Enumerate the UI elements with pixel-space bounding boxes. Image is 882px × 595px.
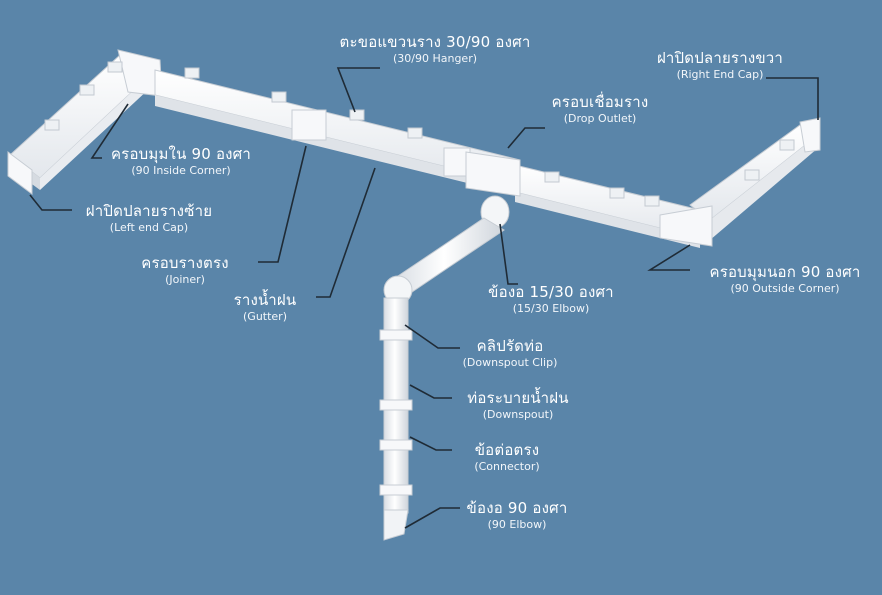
main-gutter-run xyxy=(154,69,521,196)
label-inside-corner: ครอบมุมใน 90 องศา (90 Inside Corner) xyxy=(100,146,262,177)
downspout-label-th: ท่อระบายน้ำฝน xyxy=(467,389,569,407)
hangers xyxy=(44,61,795,207)
drop-outlet-label-en: (Drop Outlet) xyxy=(563,111,637,125)
bottom-elbow-90 xyxy=(383,509,409,541)
label-joiner: ครอบรางตรง (Joiner) xyxy=(120,255,250,286)
left-end-cap-label-en: (Left end Cap) xyxy=(109,220,189,234)
outside-corner-label-th: ครอบมุมนอก 90 องศา xyxy=(709,263,861,281)
inside-corner-label-th: ครอบมุมใน 90 องศา xyxy=(110,145,252,163)
joiner-label-th: ครอบรางตรง xyxy=(141,254,229,272)
gutter-label-th: รางน้ำฝน xyxy=(233,291,297,309)
label-downspout: ท่อระบายน้ำฝน (Downspout) xyxy=(448,390,588,421)
left-end-cap-label-th: ฝาปิดปลายรางซ้าย xyxy=(85,202,213,220)
outside-corner-label-en: (90 Outside Corner) xyxy=(730,281,840,295)
right-end-cap-label-th: ฝาปิดปลายรางขวา xyxy=(656,49,784,67)
label-gutter: รางน้ำฝน (Gutter) xyxy=(220,292,310,323)
label-outside-corner: ครอบมุมนอก 90 องศา (90 Outside Corner) xyxy=(700,264,870,295)
right-end-cap xyxy=(799,117,821,153)
downspout-label-en: (Downspout) xyxy=(482,407,554,421)
drop-outlet-label-th: ครอบเชื่อมราง xyxy=(551,93,649,111)
left-end-cap xyxy=(7,151,33,195)
elbow-15-30-label-th: ข้องอ 15/30 องศา xyxy=(488,283,614,301)
right-end-cap-label-en: (Right End Cap) xyxy=(676,67,764,81)
elbow-90-label-en: (90 Elbow) xyxy=(487,517,547,531)
elbow-90-label-th: ข้องอ 90 องศา xyxy=(466,499,568,517)
downspout-clip-label-en: (Downspout Clip) xyxy=(462,355,558,369)
label-elbow-90: ข้องอ 90 องศา (90 Elbow) xyxy=(452,500,582,531)
label-drop-outlet: ครอบเชื่อมราง (Drop Outlet) xyxy=(540,94,660,125)
gutter-label-en: (Gutter) xyxy=(243,309,287,323)
connector-label-en: (Connector) xyxy=(474,459,540,473)
leader-lines xyxy=(29,67,819,529)
label-connector: ข้อต่อตรง (Connector) xyxy=(452,442,562,473)
label-hanger: ตะขอแขวนราง 30/90 องศา (30/90 Hanger) xyxy=(330,34,540,65)
label-elbow-15-30: ข้องอ 15/30 องศา (15/30 Elbow) xyxy=(476,284,626,315)
hanger-label-th: ตะขอแขวนราง 30/90 องศา xyxy=(339,33,531,51)
vertical-downspout xyxy=(379,297,413,514)
drop-outlet xyxy=(465,151,521,197)
inside-corner-label-en: (90 Inside Corner) xyxy=(131,163,231,177)
downspout-clip-label-th: คลิปรัดท่อ xyxy=(476,337,544,355)
label-downspout-clip: คลิปรัดท่อ (Downspout Clip) xyxy=(448,338,572,369)
diagonal-downspout xyxy=(394,217,505,293)
label-left-end-cap: ฝาปิดปลายรางซ้าย (Left end Cap) xyxy=(74,203,224,234)
elbow-15-30-label-en: (15/30 Elbow) xyxy=(512,301,590,315)
connector-label-th: ข้อต่อตรง xyxy=(474,441,540,459)
hanger-label-en: (30/90 Hanger) xyxy=(392,51,478,65)
outside-corner xyxy=(659,205,713,247)
joiner-label-en: (Joiner) xyxy=(165,272,205,286)
label-right-end-cap: ฝาปิดปลายรางขวา (Right End Cap) xyxy=(640,50,800,81)
